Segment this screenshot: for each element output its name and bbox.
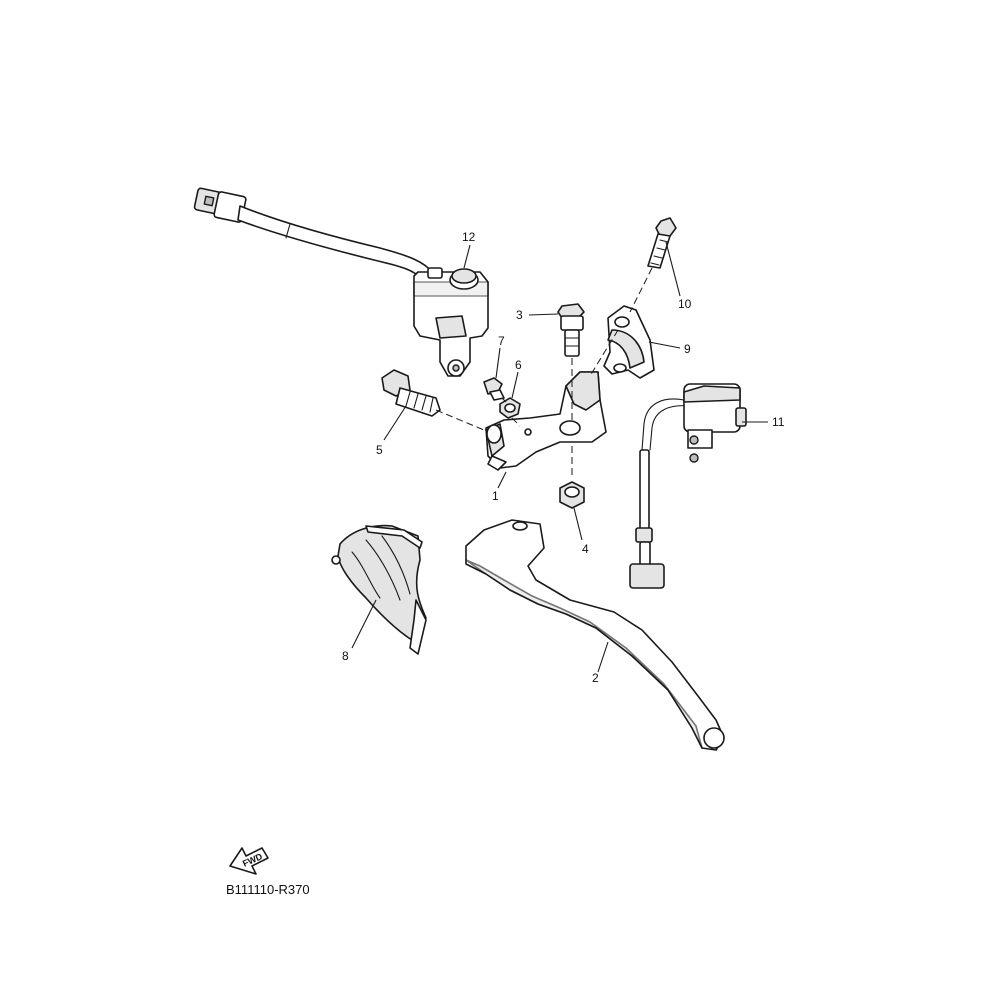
part-3-bolt — [557, 303, 585, 357]
callout-numbers: 1 2 3 4 5 6 7 8 9 10 11 12 — [342, 230, 785, 685]
part-5-adjuster-bolt — [381, 369, 441, 417]
callout-3: 3 — [516, 308, 523, 322]
part-8-lever-cover — [331, 524, 427, 655]
part-2-clutch-lever — [465, 519, 725, 751]
part-1-lever-holder — [485, 371, 607, 471]
callout-7: 7 — [498, 334, 505, 348]
callout-leaders — [351, 241, 768, 673]
callout-2: 2 — [592, 671, 599, 685]
callout-6: 6 — [515, 358, 522, 372]
part-4-nut — [559, 481, 585, 509]
assembly-lines — [435, 267, 653, 478]
callout-5: 5 — [376, 443, 383, 457]
callout-9: 9 — [684, 342, 691, 356]
part-6-nut — [499, 397, 521, 419]
part-12-switch-assembly — [193, 187, 489, 377]
fwd-arrow-icon: FWD — [229, 847, 269, 875]
callout-8: 8 — [342, 649, 349, 663]
callout-10: 10 — [678, 297, 692, 311]
diagram-reference-code: B111110-R370 — [226, 882, 310, 897]
callout-1: 1 — [492, 489, 499, 503]
part-11-switch-assembly — [629, 383, 747, 589]
callout-12: 12 — [462, 230, 476, 244]
part-9-clamp — [603, 305, 655, 379]
callout-11: 11 — [772, 415, 785, 429]
callout-4: 4 — [582, 542, 589, 556]
part-10-bolt — [647, 217, 677, 269]
part-7-small-bolt — [483, 377, 505, 401]
